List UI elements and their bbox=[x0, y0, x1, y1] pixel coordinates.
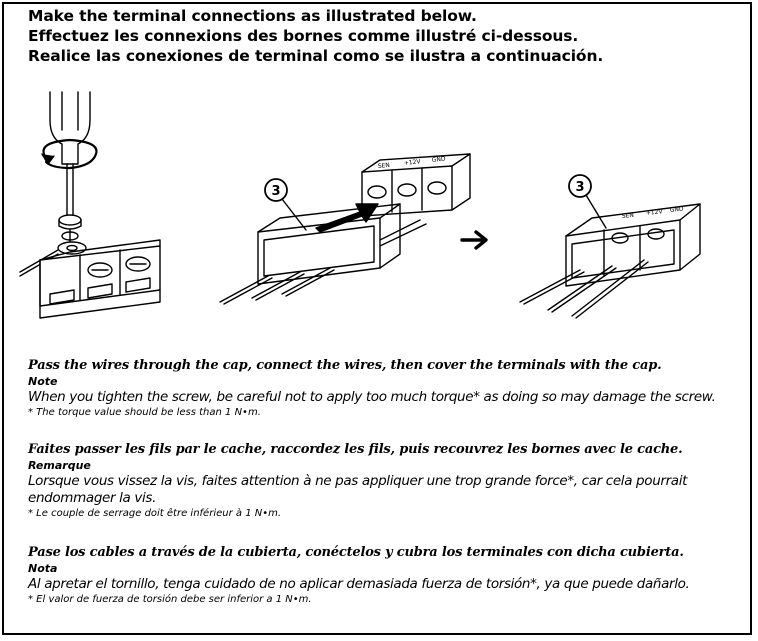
terminal-label-sen-middle: SEN bbox=[377, 162, 390, 170]
note-body-english: When you tighten the screw, be careful n… bbox=[28, 389, 716, 405]
note-label-english: Note bbox=[28, 375, 58, 388]
section-spanish: Pase los cables a través de la cubierta,… bbox=[28, 544, 743, 607]
document-frame bbox=[2, 2, 752, 635]
terminal-block-left-icon bbox=[19, 239, 161, 319]
callout-number-middle: 3 bbox=[271, 184, 280, 199]
section-french: Faites passer les fils par le cache, rac… bbox=[28, 441, 743, 521]
terminal-block-middle-icon bbox=[361, 153, 471, 217]
terminal-label-gnd-middle: GND bbox=[431, 156, 446, 164]
terminal-connection-illustration: 3 3 SEN +12V GND SEN +12V GND bbox=[19, 91, 701, 319]
terminal-label-12v-middle: +12V bbox=[403, 158, 421, 167]
assembled-cap-icon bbox=[565, 203, 701, 287]
terminal-label-gnd-right: GND bbox=[669, 206, 684, 214]
callout-number-right: 3 bbox=[575, 180, 584, 195]
heading-spanish: Realice las conexiones de terminal como … bbox=[28, 47, 604, 65]
lead-english: Pass the wires through the cap, connect … bbox=[28, 358, 662, 373]
note-label-spanish: Nota bbox=[28, 562, 58, 575]
heading-english: Make the terminal connections as illustr… bbox=[28, 7, 477, 25]
callout-marker-middle bbox=[264, 178, 307, 231]
terminal-label-12v-right: +12V bbox=[645, 208, 663, 217]
lead-french: Faites passer les fils par le cache, rac… bbox=[28, 442, 683, 457]
note-body-spanish: Al apretar el tornillo, tenga cuidado de… bbox=[28, 576, 690, 592]
wires-middle-icon bbox=[219, 219, 427, 305]
section-english: Pass the wires through the cap, connect … bbox=[28, 357, 743, 420]
right-arrow-icon bbox=[460, 230, 488, 250]
note-label-french: Remarque bbox=[28, 459, 91, 472]
footnote-spanish: * El valor de fuerza de torsión debe ser… bbox=[28, 594, 312, 605]
footnote-english: * The torque value should be less than 1… bbox=[28, 407, 261, 418]
terminal-label-sen-right: SEN bbox=[621, 212, 634, 220]
callout-marker-right bbox=[568, 174, 607, 229]
footnote-french: * Le couple de serrage doit être inférie… bbox=[28, 508, 282, 519]
cap-middle-icon bbox=[257, 203, 401, 285]
heading-french: Effectuez les connexions des bornes comm… bbox=[28, 27, 579, 45]
screwdriver-icon bbox=[41, 91, 98, 247]
push-arrow-icon bbox=[315, 203, 379, 233]
instruction-headings: Make the terminal connections as illustr… bbox=[28, 6, 603, 66]
wires-right-icon bbox=[519, 259, 649, 319]
lead-spanish: Pase los cables a través de la cubierta,… bbox=[28, 545, 684, 560]
note-body-french: Lorsque vous vissez la vis, faites atten… bbox=[28, 473, 688, 506]
